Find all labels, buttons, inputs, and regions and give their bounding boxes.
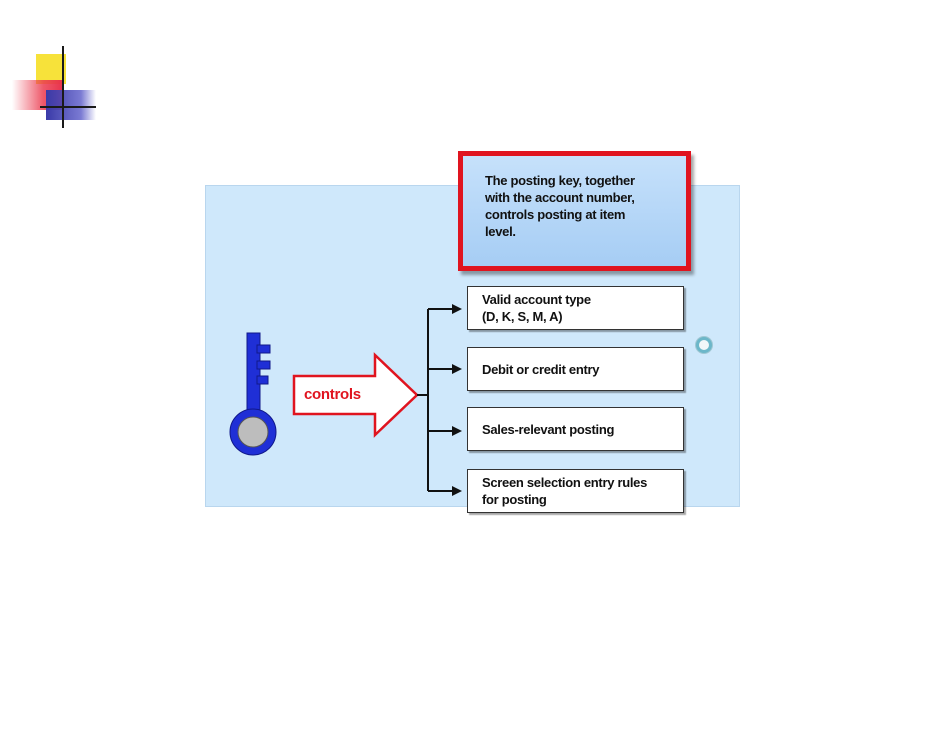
controls-arrow-label: controls — [304, 386, 361, 403]
slide-logo-icon — [10, 44, 102, 130]
logo-yellow-square — [36, 54, 66, 84]
logo-horizontal-line — [40, 106, 96, 108]
logo-vertical-line — [62, 46, 64, 128]
note-line: controls posting at item — [485, 207, 626, 222]
logo-blue-bar — [46, 90, 96, 120]
debit-credit-box: Debit or credit entry — [467, 347, 684, 391]
posting-key-note: The posting key, together with the accou… — [458, 151, 691, 271]
note-line: level. — [485, 224, 516, 239]
screen-selection-box: Screen selection entry rules for posting — [467, 469, 684, 513]
box-text: Sales-relevant posting — [482, 422, 615, 437]
note-line: The posting key, together — [485, 173, 635, 188]
key-icon — [229, 332, 277, 456]
note-line: with the account number, — [485, 190, 635, 205]
sales-relevant-box: Sales-relevant posting — [467, 407, 684, 451]
bracket-connector — [417, 308, 452, 492]
controls-arrow-shape — [292, 352, 419, 438]
valid-account-type-box: Valid account type (D, K, S, M, A) — [467, 286, 684, 330]
box-text: Debit or credit entry — [482, 362, 600, 377]
box-text: Screen selection entry rules for posting — [482, 475, 648, 507]
connector-arrowheads — [452, 304, 462, 496]
cursor-ring-icon — [696, 337, 712, 353]
box-text: Valid account type (D, K, S, M, A) — [482, 292, 591, 324]
